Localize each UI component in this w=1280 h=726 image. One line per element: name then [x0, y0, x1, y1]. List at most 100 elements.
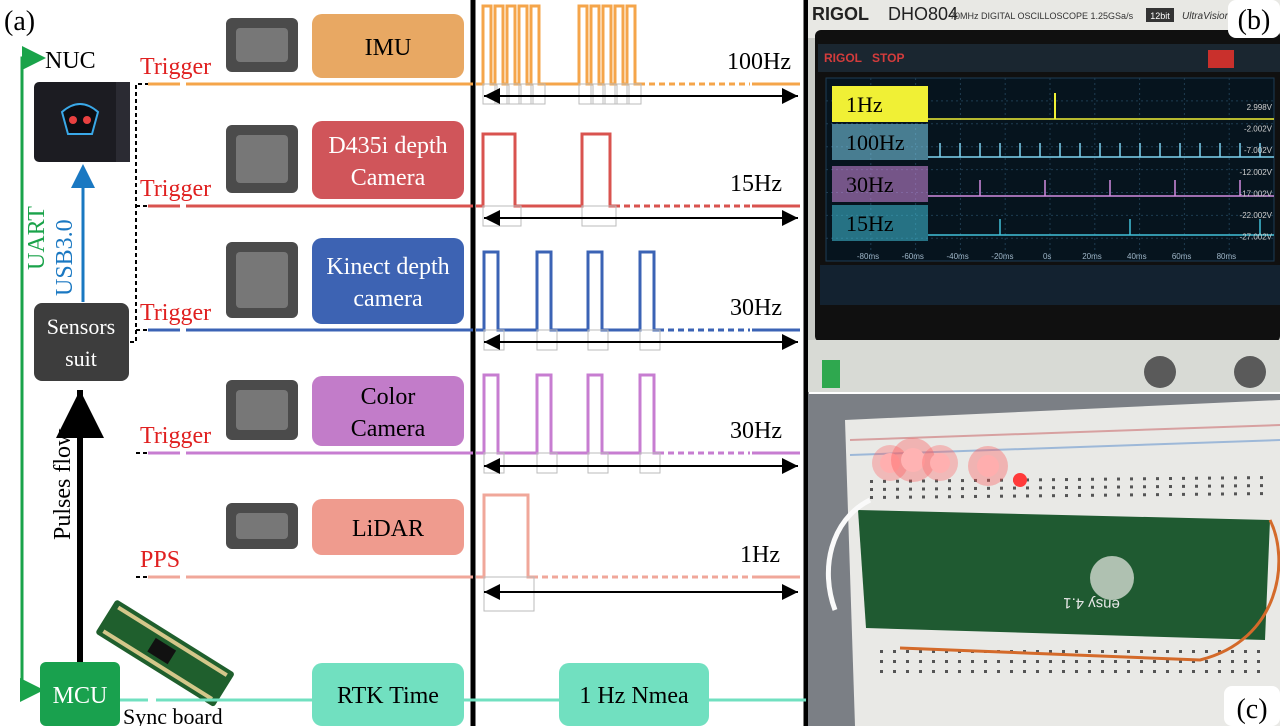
- sensor-name-line: IMU: [365, 35, 412, 61]
- sensor-device-icon: [226, 18, 298, 72]
- sensor-device-icon: [226, 380, 298, 440]
- breadboard-hole: [1140, 650, 1143, 653]
- breadboard-hole: [974, 478, 977, 482]
- breadboard-hole: [1231, 650, 1234, 653]
- svg-text:RIGOL: RIGOL: [824, 51, 862, 65]
- breadboard-hole: [1208, 492, 1211, 496]
- breadboard-hole: [906, 660, 909, 663]
- breadboard-hole: [1182, 476, 1185, 480]
- scope-time-tick: 0s: [1043, 252, 1051, 261]
- breadboard-hole: [870, 480, 873, 483]
- scope-volt-label: -7.002V: [1244, 146, 1273, 155]
- breadboard-hole: [1143, 493, 1146, 497]
- breadboard-hole: [1169, 493, 1172, 497]
- scope-channel-box: [832, 124, 928, 160]
- breadboard-hole: [1195, 492, 1198, 496]
- breadboard-hole: [1000, 478, 1003, 482]
- frequency-label: 15Hz: [730, 171, 782, 197]
- sensor-box: [312, 499, 464, 555]
- breadboard-hole: [922, 495, 925, 499]
- nmea-box: 1 Hz Nmea: [559, 663, 709, 726]
- breadboard-hole: [1075, 660, 1078, 663]
- pulses-flow-label: Pulses flow: [50, 428, 76, 540]
- breadboard-hole: [1036, 670, 1039, 673]
- breadboard-hole: [1062, 670, 1065, 673]
- breadboard-hole: [1075, 650, 1078, 653]
- sensor-name-line: Color: [361, 384, 416, 410]
- breadboard-hole: [1192, 650, 1195, 653]
- breadboard-hole: [909, 479, 912, 483]
- scope-time-tick: 20ms: [1082, 252, 1102, 261]
- breadboard-hole: [987, 494, 990, 498]
- breadboard-hole: [997, 660, 1000, 663]
- breadboard-hole: [1026, 478, 1029, 482]
- breadboard-hole: [1101, 660, 1104, 663]
- breadboard-hole: [1156, 493, 1159, 497]
- scope-volt-label: 2.998V: [1247, 103, 1273, 112]
- scope-channel-label: 100Hz: [846, 130, 905, 155]
- breadboard-hole: [984, 670, 987, 673]
- sensor-box: [312, 121, 464, 199]
- breadboard-hole: [1023, 670, 1026, 673]
- breadboard-hole: [1257, 660, 1260, 663]
- breadboard-hole: [935, 495, 938, 499]
- breadboard-hole: [1205, 670, 1208, 673]
- scope-channel-label: 30Hz: [846, 172, 894, 197]
- scope-time-tick: -80ms: [857, 252, 879, 261]
- breadboard-hole: [1231, 660, 1234, 663]
- mcu-box: MCU: [40, 662, 120, 726]
- nmea-label: 1 Hz Nmea: [579, 683, 689, 709]
- trigger-label: Trigger: [140, 300, 211, 326]
- sensor-device-icon: [226, 242, 298, 318]
- breadboard-hole: [1130, 485, 1133, 489]
- breadboard-hole: [1127, 660, 1130, 663]
- breadboard-hole: [1234, 476, 1237, 480]
- pulse-guide: [483, 452, 505, 474]
- breadboard-hole: [1143, 477, 1146, 481]
- sensor-name-line: Kinect depth: [326, 254, 449, 280]
- breadboard-hole: [1130, 477, 1133, 481]
- frequency-label: 30Hz: [730, 295, 782, 321]
- breadboard-hole: [1104, 493, 1107, 497]
- breadboard-hole: [883, 487, 886, 491]
- breadboard-hole: [974, 494, 977, 498]
- breadboard-hole: [974, 486, 977, 490]
- scope-stop: STOP: [872, 51, 904, 65]
- sensor-box: [312, 14, 464, 78]
- scope-channel-1: 1Hz: [832, 86, 1274, 122]
- breadboard-hole: [1221, 476, 1224, 480]
- breadboard-hole: [1052, 494, 1055, 498]
- pulse-guide: [483, 576, 535, 612]
- breadboard-hole: [1247, 484, 1250, 488]
- frequency-label: 30Hz: [730, 418, 782, 444]
- breadboard-hole: [1192, 670, 1195, 673]
- pulse-guide: [483, 329, 505, 351]
- breadboard-hole: [1218, 670, 1221, 673]
- breadboard-hole: [1260, 476, 1263, 480]
- scope-spec: 70MHz DIGITAL OSCILLOSCOPE 1.25GSa/s: [950, 11, 1134, 21]
- sensor-waveform: [476, 132, 614, 208]
- breadboard-hole: [1075, 670, 1078, 673]
- breadboard-hole: [1205, 660, 1208, 663]
- rtk-time-box: RTK Time: [312, 663, 464, 726]
- breadboard-hole: [1114, 660, 1117, 663]
- breadboard-hole: [1101, 650, 1104, 653]
- breadboard-hole: [1166, 650, 1169, 653]
- breadboard-hole: [1013, 486, 1016, 490]
- pulse-guide: [536, 452, 558, 474]
- breadboard-hole: [1153, 660, 1156, 663]
- rtk-time-label: RTK Time: [337, 683, 439, 709]
- breadboard-hole: [870, 488, 873, 491]
- frequency-label: 1Hz: [740, 542, 780, 568]
- breadboard-hole: [1101, 670, 1104, 673]
- breadboard-hole: [1195, 484, 1198, 488]
- breadboard-hole: [1205, 650, 1208, 653]
- uart-connection-line: [20, 46, 46, 690]
- breadboard-hole: [1039, 494, 1042, 498]
- scope-channel-box: [832, 205, 928, 241]
- breadboard-hole: [1140, 670, 1143, 673]
- breadboard-hole: [945, 660, 948, 663]
- breadboard-hole: [932, 670, 935, 673]
